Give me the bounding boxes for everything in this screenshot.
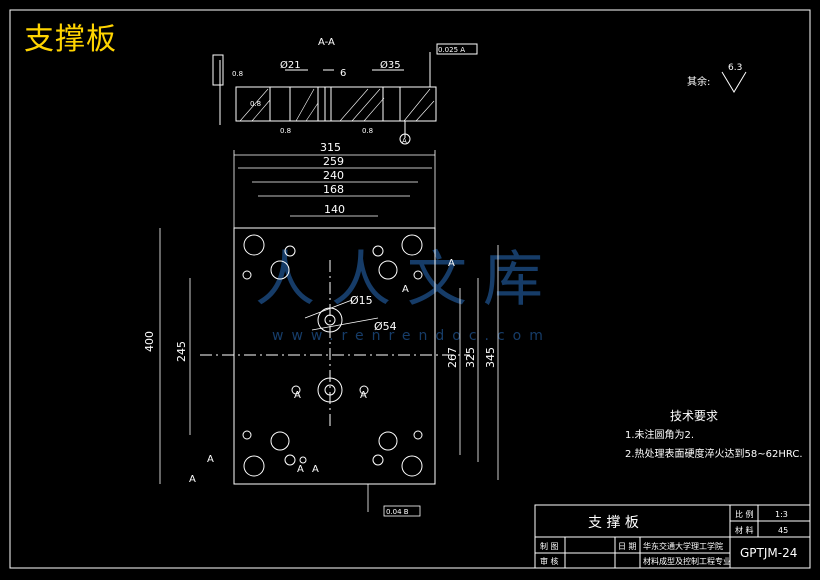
plan-view — [200, 227, 470, 485]
svg-text:Ø15: Ø15 — [350, 294, 373, 307]
svg-text:Ø21: Ø21 — [280, 59, 301, 71]
svg-text:Ø54: Ø54 — [374, 320, 397, 333]
drawing-title: 支撑板 — [24, 22, 117, 57]
title-block-text: 支 撑 板 比 例 1:3 材 料 45 GPTJM-24 制 图 审 核 日 … — [540, 509, 797, 566]
svg-text:GPTJM-24: GPTJM-24 — [740, 546, 797, 560]
svg-text:Ø35: Ø35 — [380, 59, 401, 71]
svg-text:0.04 B: 0.04 B — [386, 508, 409, 516]
svg-text:240: 240 — [323, 169, 344, 182]
section-markers: A A A A A A A A — [189, 258, 455, 485]
svg-text:材料成型及控制工程专业: 材料成型及控制工程专业 — [643, 556, 731, 566]
svg-text:A: A — [360, 390, 367, 401]
svg-text:1:3: 1:3 — [775, 510, 788, 519]
svg-text:A: A — [189, 474, 196, 485]
technical-requirements: 技术要求 1.未注圆角为2. 2.热处理表面硬度淬火达到58~62HRC. — [625, 409, 803, 460]
svg-text:其余:: 其余: — [687, 75, 710, 88]
svg-text:267: 267 — [446, 347, 459, 368]
svg-text:0.025 A: 0.025 A — [438, 46, 465, 54]
svg-text:材 料: 材 料 — [735, 525, 754, 535]
section-dimensions: Ø21 6 Ø35 0.025 A 0.8 0.8 0.8 0.8 A — [232, 46, 465, 145]
svg-text:0.8: 0.8 — [232, 70, 243, 78]
section-label: A-A — [318, 37, 335, 48]
roughness-mark: 其余: 6.3 — [687, 63, 747, 93]
svg-text:制 图: 制 图 — [540, 541, 559, 551]
svg-text:6: 6 — [340, 68, 346, 79]
svg-text:技术要求: 技术要求 — [670, 409, 718, 423]
svg-text:0.8: 0.8 — [280, 127, 291, 135]
svg-text:华东交通大学理工学院: 华东交通大学理工学院 — [643, 541, 723, 551]
svg-text:140: 140 — [324, 203, 345, 216]
watermark: 人人文库 www.renrendoc.com — [255, 245, 559, 344]
svg-text:345: 345 — [484, 347, 497, 368]
svg-text:168: 168 — [323, 183, 344, 196]
dimension-lines — [159, 150, 499, 517]
svg-text:日 期: 日 期 — [618, 542, 637, 551]
svg-text:A: A — [297, 464, 304, 475]
svg-text:45: 45 — [778, 526, 788, 535]
svg-text:A: A — [402, 137, 407, 145]
svg-text:315: 315 — [320, 141, 341, 154]
svg-text:A: A — [207, 454, 214, 465]
svg-text:0.8: 0.8 — [250, 100, 261, 108]
svg-text:325: 325 — [464, 347, 477, 368]
svg-text:1.未注圆角为2.: 1.未注圆角为2. — [625, 428, 694, 441]
svg-text:0.8: 0.8 — [362, 127, 373, 135]
svg-text:245: 245 — [175, 341, 188, 362]
svg-text:审 核: 审 核 — [540, 556, 559, 566]
svg-text:259: 259 — [323, 155, 344, 168]
svg-text:2.热处理表面硬度淬火达到58~62HRC.: 2.热处理表面硬度淬火达到58~62HRC. — [625, 447, 803, 460]
svg-text:人人文库: 人人文库 — [255, 245, 559, 315]
section-view: A-A — [212, 37, 478, 145]
svg-text:6.3: 6.3 — [728, 63, 742, 73]
svg-text:400: 400 — [143, 331, 156, 352]
sheet-border — [9, 9, 811, 569]
svg-text:A: A — [402, 284, 409, 295]
svg-text:A: A — [448, 258, 455, 269]
svg-text:A: A — [312, 464, 319, 475]
svg-text:www.renrendoc.com: www.renrendoc.com — [272, 328, 551, 344]
title-block — [534, 504, 811, 569]
dimension-values: 315 259 240 168 140 400 245 267 325 345 … — [143, 141, 497, 516]
svg-text:A: A — [294, 390, 301, 401]
svg-text:比 例: 比 例 — [735, 509, 754, 519]
svg-text:支 撑 板: 支 撑 板 — [588, 515, 639, 531]
